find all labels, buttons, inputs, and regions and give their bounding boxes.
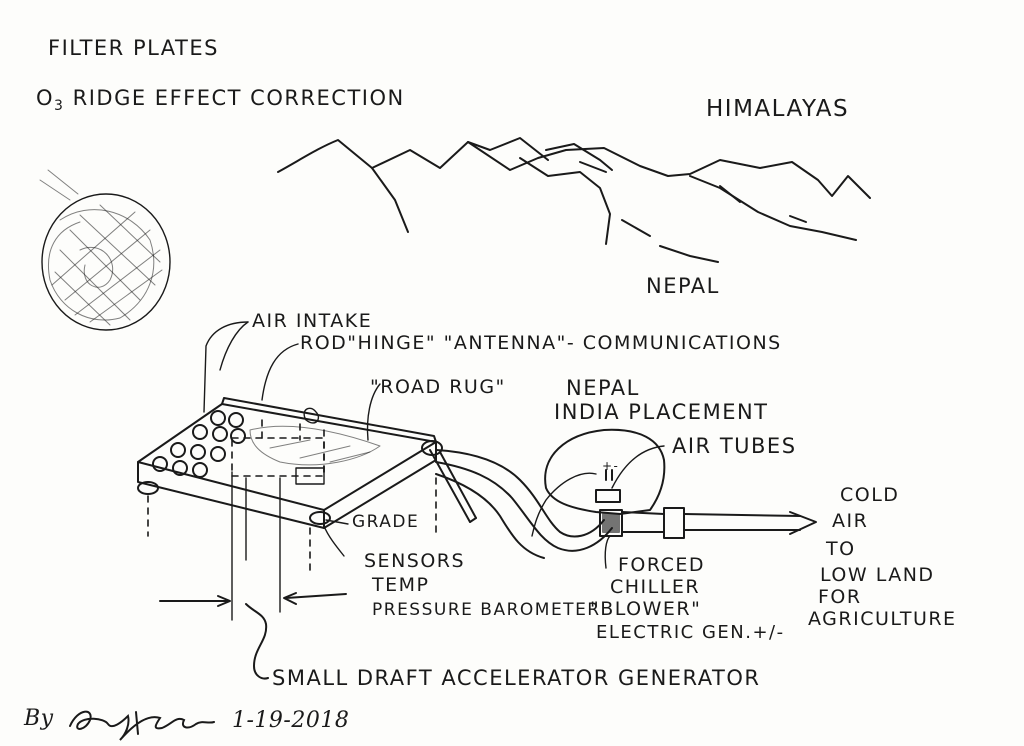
ridge-effect-text: RIDGE EFFECT CORRECTION bbox=[64, 86, 405, 110]
label-india-placement: INDIA PLACEMENT bbox=[554, 400, 769, 424]
callout-leaders bbox=[203, 321, 665, 569]
label-low-land: LOW LAND bbox=[820, 564, 935, 586]
o3-letter: O bbox=[36, 86, 55, 110]
dimension-arrows bbox=[159, 592, 347, 607]
rod-hinge bbox=[221, 397, 437, 443]
plus-minus-mark: +- bbox=[602, 459, 620, 473]
scribbled-circle-stamp-icon bbox=[39, 169, 171, 331]
label-for: FOR bbox=[818, 586, 862, 608]
label-agriculture: AGRICULTURE bbox=[808, 608, 957, 630]
chiller-blower bbox=[544, 428, 685, 539]
signature-date: 1-19-2018 bbox=[232, 708, 350, 733]
handwritten-signature bbox=[69, 710, 215, 741]
intake-platform bbox=[137, 403, 443, 529]
himalaya-mountains bbox=[277, 137, 871, 263]
label-small-draft-accelerator: SMALL DRAFT ACCELERATOR GENERATOR bbox=[272, 666, 761, 690]
label-grade: GRADE bbox=[352, 512, 420, 532]
label-nepal-placement: NEPAL bbox=[566, 376, 640, 400]
label-electric-gen: ELECTRIC GEN.+/- bbox=[596, 622, 785, 643]
label-to: TO bbox=[826, 538, 856, 560]
road-rug bbox=[231, 407, 381, 485]
antenna bbox=[429, 449, 477, 523]
label-air-tubes: AIR TUBES bbox=[672, 434, 797, 458]
air-tubes bbox=[435, 449, 613, 559]
brace-line bbox=[245, 603, 269, 680]
label-forced: FORCED bbox=[618, 554, 706, 576]
label-air: AIR bbox=[832, 510, 869, 532]
label-air-intake: AIR INTAKE bbox=[252, 310, 373, 332]
label-road-rug: "ROAD RUG" bbox=[370, 376, 506, 398]
title-o3-ridge-correction: O3 RIDGE EFFECT CORRECTION bbox=[36, 86, 405, 115]
label-nepal-top: NEPAL bbox=[646, 274, 720, 298]
title-filter-plates: FILTER PLATES bbox=[48, 36, 219, 60]
label-chiller: CHILLER bbox=[610, 576, 701, 598]
label-himalayas: HIMALAYAS bbox=[706, 96, 850, 122]
air-intake-holes bbox=[152, 410, 246, 478]
label-rod-hinge-antenna: ROD"HINGE" "ANTENNA"- COMMUNICATIONS bbox=[300, 332, 782, 354]
cold-air-arrow bbox=[683, 511, 817, 535]
label-cold: COLD bbox=[840, 484, 900, 506]
label-sensors: SENSORS bbox=[364, 550, 466, 572]
label-temp: TEMP bbox=[372, 574, 430, 596]
signature-by: By bbox=[24, 706, 54, 731]
label-pressure-barometer: PRESSURE BAROMETER bbox=[372, 600, 601, 620]
leader-lines bbox=[147, 471, 437, 621]
o3-subscript: 3 bbox=[54, 98, 65, 115]
label-blower: "BLOWER" bbox=[590, 598, 702, 620]
